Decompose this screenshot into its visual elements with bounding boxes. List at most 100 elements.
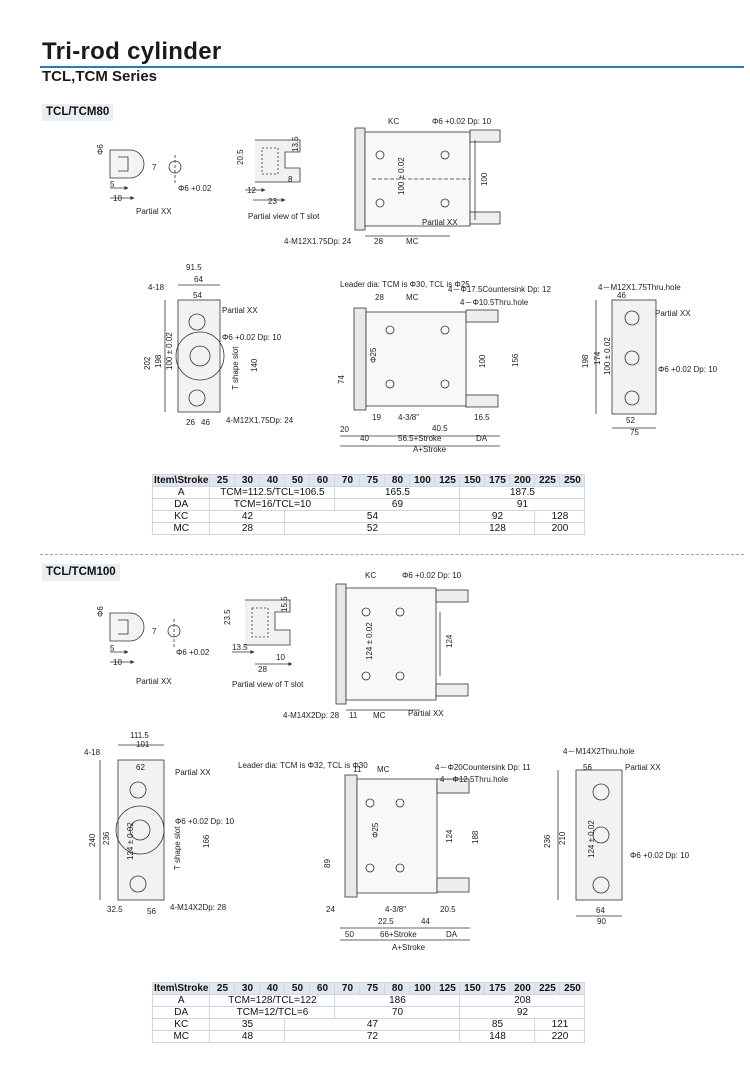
label: 16.5 (474, 413, 490, 422)
table-cell: 69 (334, 498, 461, 511)
label: 4-M14X2Dp: 28 (283, 711, 340, 720)
table-cell: 47 (284, 1018, 461, 1031)
label: 4－Φ10.5Thru.hole (460, 298, 529, 307)
table-row: DA TCM=12/TCL=6 70 92 (151, 1006, 586, 1019)
table-header-cell: 40 (259, 474, 286, 487)
label: Partial XX (655, 309, 691, 318)
label: Partial XX (175, 768, 211, 777)
label: 10 (113, 194, 122, 203)
table-header-row: Item\Stroke 25 30 40 50 60 70 75 80 100 … (151, 982, 586, 995)
table-row: A TCM=112.5/TCL=106.5 165.5 187.5 (151, 486, 586, 499)
label: 90 (597, 917, 606, 926)
label: 4－Φ17.5Countersink Dp: 12 (448, 285, 551, 294)
label: A+Stroke (392, 943, 426, 952)
label: 124 (445, 829, 454, 843)
label: Partial XX (136, 677, 172, 686)
label: 64 (194, 275, 203, 284)
title-rule (40, 66, 744, 68)
label: 64 (596, 906, 605, 915)
label: 240 (88, 833, 97, 847)
label: 202 (143, 356, 152, 370)
table-header-cell: 250 (559, 982, 586, 995)
detail-t-slot-100 (232, 599, 293, 666)
label: Φ25 (371, 822, 380, 838)
table-cell: 200 (534, 522, 586, 535)
table-header-cell: 40 (259, 982, 286, 995)
label: Partial XX (222, 306, 258, 315)
label: 89 (323, 859, 332, 868)
table-header-cell: 50 (284, 982, 311, 995)
label: 10 (276, 653, 285, 662)
label: MC (373, 711, 386, 720)
label: Leader dia: TCM is Φ30, TCL is Φ25 (340, 280, 470, 289)
label: Leader dia: TCM is Φ32, TCL is Φ30 (238, 761, 368, 770)
label: 5 (110, 644, 115, 653)
label: 5 (110, 180, 115, 189)
label: 4－M12X1.75Thru.hole (598, 283, 681, 292)
table-cell: 187.5 (459, 486, 586, 499)
label: Partial view of T slot (248, 212, 320, 221)
label: Φ6 +0.02 Dp: 10 (630, 851, 690, 860)
table-cell: TCM=112.5/TCL=106.5 (209, 486, 336, 499)
label: 166 (202, 834, 211, 848)
label: MC (406, 237, 419, 246)
table-cell: TCM=12/TCL=6 (209, 1006, 336, 1019)
table-header-cell: 60 (309, 982, 336, 995)
table-cell: 148 (459, 1030, 536, 1043)
table-header-cell: 30 (234, 474, 261, 487)
label: 4-M12X1.75Dp: 24 (284, 237, 352, 246)
label: 20.5 (440, 905, 456, 914)
table-header-cell: 50 (284, 474, 311, 487)
table-cell: 91 (459, 498, 586, 511)
label: 50 (345, 930, 354, 939)
label: Partial view of T slot (232, 680, 304, 689)
table-header-cell: 225 (534, 982, 561, 995)
table-header-cell: 125 (434, 982, 461, 995)
label: 20.5 (236, 149, 245, 165)
table-header-cell: 250 (559, 474, 586, 487)
label: 23 (268, 197, 277, 206)
detail-partial-xx-100 (109, 612, 181, 664)
label: 46 (617, 291, 626, 300)
label: 24 (326, 905, 335, 914)
label: KC (365, 571, 376, 580)
label: 10 (113, 658, 122, 667)
label: 210 (558, 831, 567, 845)
label: 8 (288, 175, 293, 184)
label: 40.5 (432, 424, 448, 433)
table-row: MC 28 52 128 200 (151, 522, 586, 535)
table-header-cell: 125 (434, 474, 461, 487)
table-cell: 35 (209, 1018, 286, 1031)
label: 56 (147, 907, 156, 916)
front-view-80 (164, 284, 225, 413)
table-header-cell: 200 (509, 474, 536, 487)
page-title: Tri-rod cylinder (42, 38, 222, 65)
label: 100 (478, 354, 487, 368)
label: Φ6 +0.02 (178, 184, 212, 193)
label: Partial XX (422, 218, 458, 227)
label: 52 (626, 416, 635, 425)
detail-t-slot-80 (245, 139, 301, 202)
section-divider (40, 554, 744, 555)
table-header-cell: 75 (359, 982, 386, 995)
label: 124 ± 0.02 (587, 820, 596, 858)
label: 13.5 (291, 136, 300, 152)
label: 74 (337, 375, 346, 384)
table-header-cell: 30 (234, 982, 261, 995)
label: 26 (186, 418, 195, 427)
label: 44 (421, 917, 430, 926)
row-item: A (151, 486, 211, 499)
label: 28 (374, 237, 383, 246)
table-header-cell: 200 (509, 982, 536, 995)
label: A+Stroke (413, 445, 447, 454)
label: 111.5 (130, 731, 149, 740)
label: Φ6 +0.02 Dp: 10 (402, 571, 462, 580)
label: 4－Φ12.5Thru.hole (440, 775, 509, 784)
label: 100 ± 0.02 (603, 337, 612, 375)
table-header-cell: Item\Stroke (151, 474, 211, 487)
label: Φ25 (369, 347, 378, 363)
label: 22.5 (378, 917, 394, 926)
label: MC (377, 765, 390, 774)
label: 101 (136, 740, 150, 749)
